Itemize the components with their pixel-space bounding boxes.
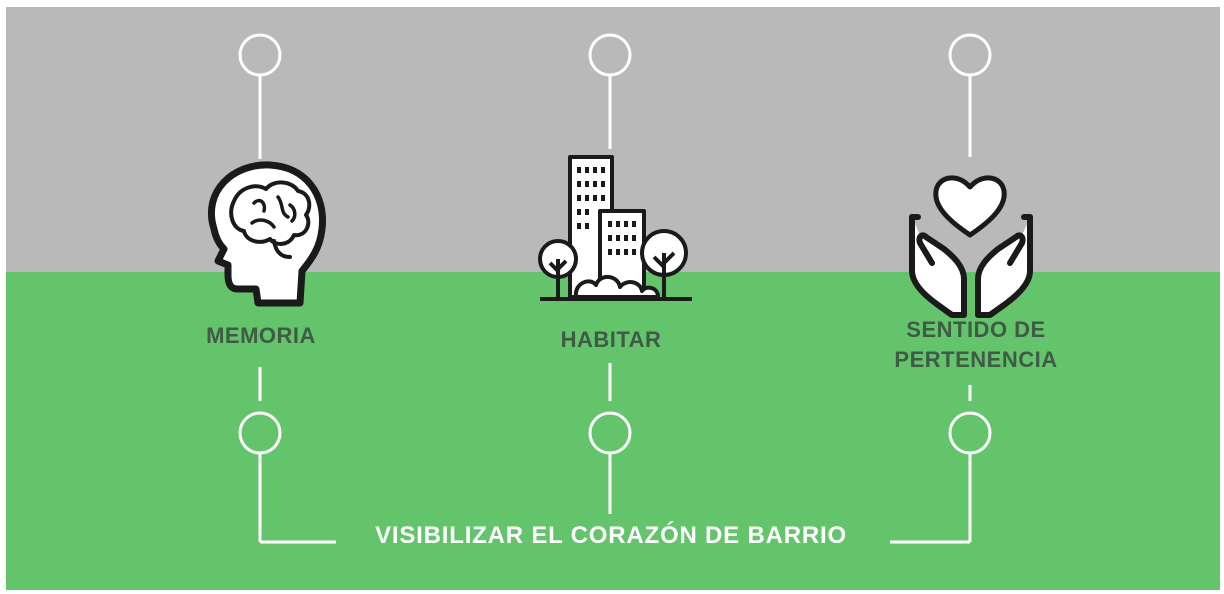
top-node-habitar <box>588 33 632 77</box>
label-habitar: HABITAR <box>560 327 662 352</box>
label-sentido-line2: PERTENENCIA <box>894 347 1058 372</box>
bottom-band <box>6 272 1220 590</box>
top-node-memoria <box>238 33 282 77</box>
bottom-node-memoria <box>238 411 282 455</box>
footer-title: VISIBILIZAR EL CORAZÓN DE BARRIO <box>375 522 847 549</box>
label-memoria: MEMORIA <box>206 323 316 348</box>
label-sentido-de-pertenencia: SENTIDO DE PERTENENCIA <box>876 315 1076 375</box>
hands-heart-icon <box>909 175 1033 318</box>
bottom-node-sentido <box>948 411 992 455</box>
bottom-node-habitar <box>588 411 632 455</box>
pillar-memoria-connectors <box>238 33 336 544</box>
pillar-sentido-connectors <box>890 33 992 544</box>
top-node-sentido <box>948 33 992 77</box>
connector-diagram <box>208 33 1033 544</box>
diagram-canvas: MEMORIA HABITAR SENTIDO DE PERTENENCIA V… <box>6 7 1220 590</box>
pillar-habitar-connectors <box>588 33 632 514</box>
label-sentido-line1: SENTIDO DE <box>906 317 1046 342</box>
city-buildings-icon <box>538 155 692 301</box>
brain-head-icon <box>208 161 326 307</box>
